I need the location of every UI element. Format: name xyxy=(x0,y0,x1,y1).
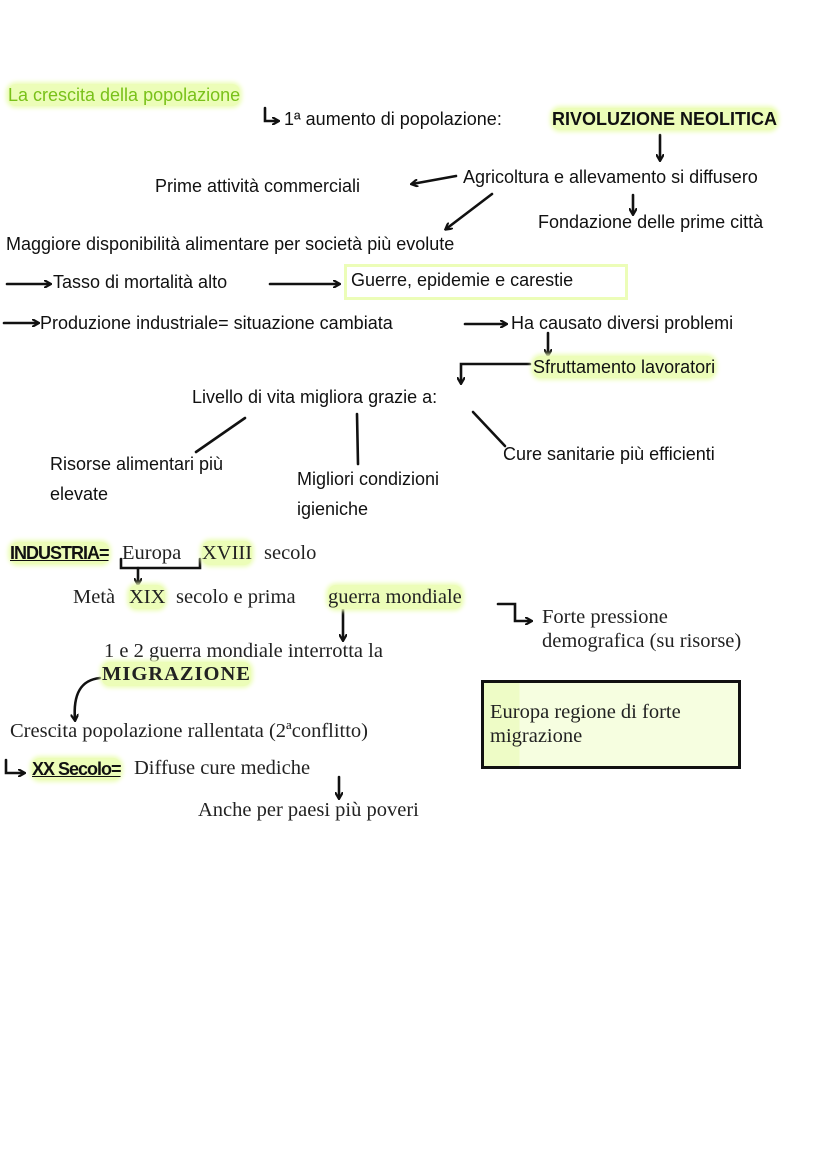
pressure-line1: Forte pressione xyxy=(542,606,668,628)
xx-century-label: XX Secolo= xyxy=(32,758,122,780)
wars-text: 1 e 2 guerra mondiale interrotta la xyxy=(104,640,383,662)
corner-arrow-icon xyxy=(263,106,278,121)
problems-text: Ha causato diversi problemi xyxy=(511,313,734,333)
industria-label: INDUSTRIA= xyxy=(10,542,110,564)
arrow-curved-icon xyxy=(75,676,102,720)
living-text: Livello di vita migliora grazie a: xyxy=(192,387,438,407)
mortality-label: Tasso di mortalità alto xyxy=(53,272,228,292)
arrow-left-icon xyxy=(412,174,458,184)
meta-war: guerra mondiale xyxy=(328,585,462,609)
meta-mid: secolo e prima xyxy=(176,586,296,608)
arrow-elbow-icon xyxy=(496,602,531,621)
reason-food-line2: elevate xyxy=(50,484,109,504)
slowed-text: Crescita popolazione rallentata (2ªconfl… xyxy=(10,720,368,742)
pressure-line2: demografica (su risorse) xyxy=(542,630,742,652)
causes-box xyxy=(344,264,628,300)
arrow-diagonal-icon xyxy=(446,192,494,229)
europe-migration-box xyxy=(481,680,741,769)
exploitation-text: Sfruttamento lavoratori xyxy=(533,356,716,378)
corner-arrow-icon xyxy=(4,758,24,773)
poor-countries-text: Anche per paesi più poveri xyxy=(198,799,419,821)
europe-text: Europa xyxy=(122,542,182,564)
cities-text: Fondazione delle prime città xyxy=(538,212,764,232)
century-xviii: XVIII xyxy=(202,541,253,565)
commerce-text: Prime attività commerciali xyxy=(155,176,361,196)
reason-hygiene-line1: Migliori condizioni xyxy=(297,469,440,489)
century-suffix: secolo xyxy=(264,542,317,564)
neolithic-prefix: 1ª aumento di popolazione: xyxy=(284,109,502,129)
box-line1: Europa regione di forte xyxy=(490,701,681,723)
agriculture-text: Agricoltura e allevamento si diffusero xyxy=(463,167,758,187)
xx-century-text: Diffuse cure mediche xyxy=(134,757,311,779)
industrial-label: Produzione industriale= situazione cambi… xyxy=(40,313,393,333)
food-text: Maggiore disponibilità alimentare per so… xyxy=(6,234,455,254)
meta-century: XIX xyxy=(129,585,166,609)
branch-line xyxy=(471,410,507,448)
arrow-elbow-icon xyxy=(461,362,532,383)
meta-prefix: Metà xyxy=(73,586,116,608)
causes-text: Guerre, epidemie e carestie xyxy=(351,270,574,290)
reason-hygiene-line2: igieniche xyxy=(297,499,369,519)
branch-line xyxy=(194,416,247,454)
box-line2: migrazione xyxy=(490,725,583,747)
page-title: La crescita della popolazione xyxy=(8,84,241,106)
neolithic-revolution: RIVOLUZIONE NEOLITICA xyxy=(552,108,777,130)
branch-line xyxy=(355,412,360,466)
reason-health: Cure sanitarie più efficienti xyxy=(503,444,715,464)
migration-text: MIGRAZIONE xyxy=(102,662,251,686)
reason-food-line1: Risorse alimentari più xyxy=(50,454,224,474)
